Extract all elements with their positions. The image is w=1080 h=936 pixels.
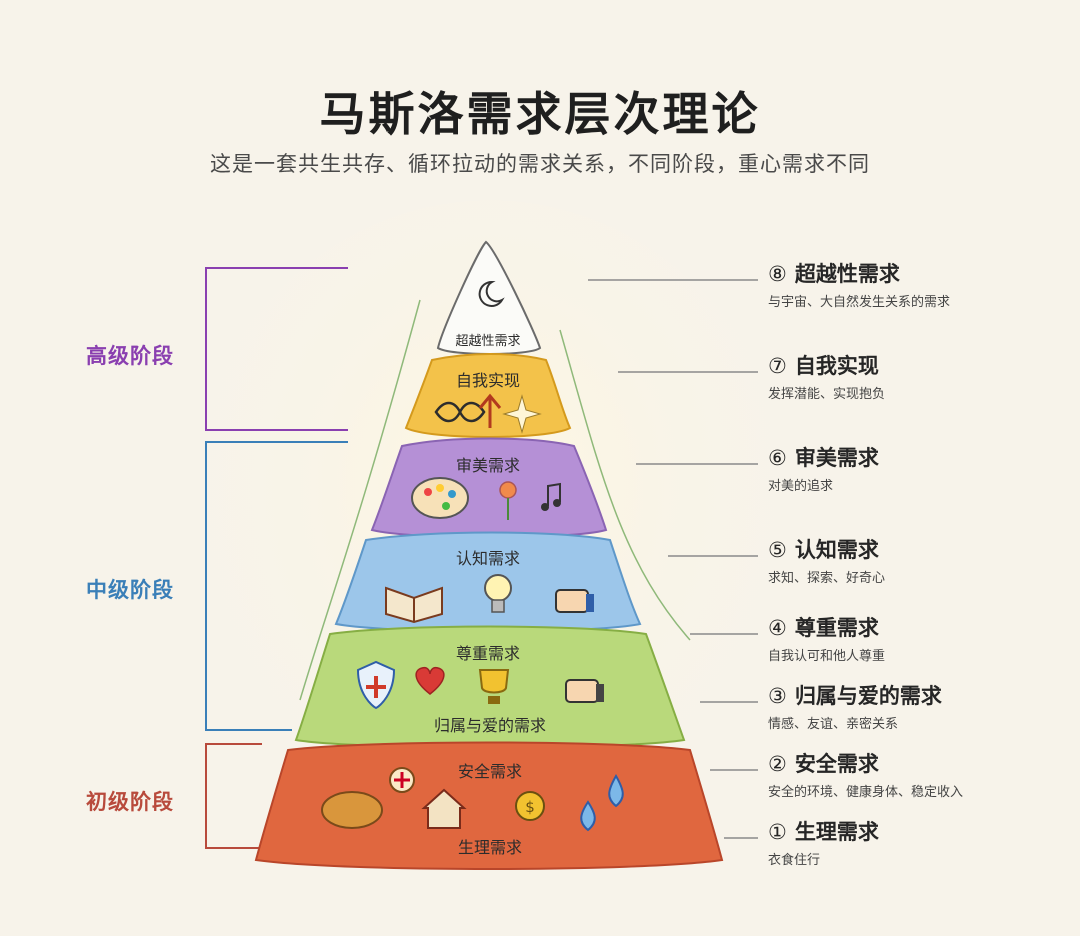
bread-icon <box>321 791 383 829</box>
sparkle-icon <box>502 394 542 434</box>
thumbs-up-icon-2 <box>565 679 604 703</box>
moon-icon <box>478 280 505 307</box>
water-drop-icon <box>580 800 596 832</box>
infinity-icon <box>434 401 486 423</box>
thumbs-up-icon <box>555 589 594 613</box>
heart-icon <box>415 666 445 695</box>
tier-label-belonging: 归属与爱的需求 <box>433 716 547 735</box>
tier-label-safety: 安全需求 <box>457 762 523 781</box>
tier-label-self-actualization: 自我实现 <box>455 371 521 390</box>
tier-label-esteem: 尊重需求 <box>455 644 521 663</box>
tier-label-transcendence: 超越性需求 <box>455 334 521 349</box>
leader-lines <box>588 279 758 839</box>
tier-label-cognitive: 认知需求 <box>455 549 521 568</box>
up-arrow-icon <box>478 393 502 428</box>
vine-left <box>299 299 421 701</box>
need-desc: 求知、探索、好奇心 <box>768 571 886 586</box>
need-desc: 对美的追求 <box>768 479 834 494</box>
music-note-icon <box>541 482 561 511</box>
book-icon <box>385 586 443 624</box>
trophy-icon <box>478 669 510 704</box>
medical-cross-icon <box>389 767 415 793</box>
coin-icon: $ <box>515 791 545 821</box>
flower-icon <box>499 481 517 520</box>
stage-label-basic: 初级阶段 <box>86 790 174 814</box>
tier-safety-physiological <box>254 741 724 870</box>
need-desc: 衣食住行 <box>768 853 821 868</box>
house-icon <box>421 788 467 829</box>
page-title: 马斯洛需求层次理论 <box>319 87 761 141</box>
palette-icon <box>411 477 469 519</box>
need-desc: 与宇宙、大自然发生关系的需求 <box>768 295 951 310</box>
bracket-basic <box>205 743 262 849</box>
need-desc: 发挥潜能、实现抱负 <box>768 387 886 402</box>
stage-label-intermediate: 中级阶段 <box>86 578 174 602</box>
bracket-advanced <box>205 267 348 431</box>
need-desc: 安全的环境、健康身体、稳定收入 <box>768 785 964 800</box>
svg-text:$: $ <box>525 798 535 816</box>
bracket-intermediate <box>205 441 348 731</box>
stage-label-advanced: 高级阶段 <box>86 344 174 368</box>
page-subtitle: 这是一套共生共存、循环拉动的需求关系，不同阶段，重心需求不同 <box>210 152 870 176</box>
lightbulb-icon <box>484 574 512 613</box>
vine-right <box>559 329 691 641</box>
tier-label-aesthetic: 审美需求 <box>455 456 521 475</box>
need-desc: 情感、友谊、亲密关系 <box>768 717 899 732</box>
tier-label-physiological: 生理需求 <box>457 838 523 857</box>
shield-icon <box>356 660 396 710</box>
water-drop-icon-2 <box>608 773 624 808</box>
need-desc: 自我认可和他人尊重 <box>768 649 886 664</box>
